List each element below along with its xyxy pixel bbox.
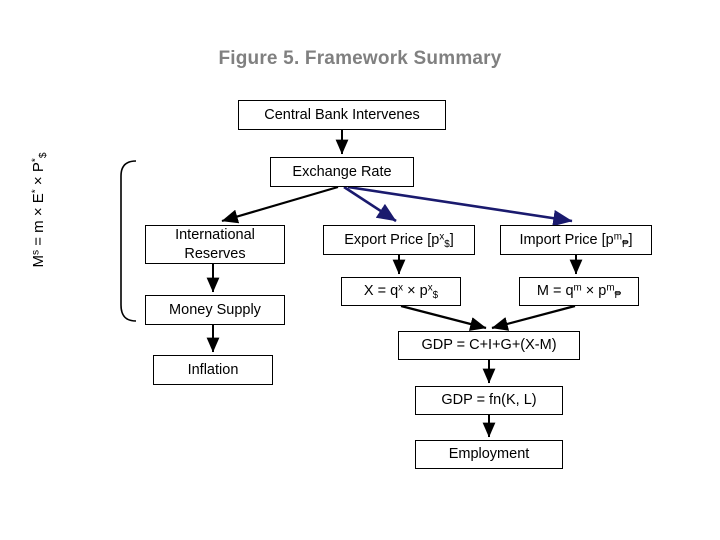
node-export-price[interactable]: Export Price [px$]: [323, 225, 475, 255]
node-label: Exchange Rate: [292, 163, 392, 180]
node-label: Central Bank Intervenes: [264, 106, 420, 123]
edge-export-equation-to-gdp: [400, 304, 487, 331]
page-title: Figure 5. Framework Summary: [218, 48, 502, 69]
node-export-equation[interactable]: X = qx × px$: [341, 277, 461, 306]
node-label: Money Supply: [169, 301, 261, 318]
node-international-reserves[interactable]: International Reserves: [145, 225, 285, 264]
node-label: Employment: [448, 446, 530, 463]
node-label: X = qx × px$: [363, 282, 439, 301]
node-import-price[interactable]: Import Price [pm₱]: [500, 225, 652, 255]
node-label: International Reserves: [175, 227, 255, 262]
node-gdp-production[interactable]: GDP = fn(K, L): [415, 386, 563, 415]
node-central-bank-intervenes[interactable]: Central Bank Intervenes: [238, 100, 446, 130]
node-label: GDP = fn(K, L): [441, 392, 537, 409]
node-exchange-rate[interactable]: Exchange Rate: [270, 157, 414, 187]
node-label: GDP = C+I+G+(X-M): [421, 337, 557, 354]
node-label: Inflation: [187, 361, 239, 378]
node-label: Import Price [pm₱]: [519, 231, 633, 250]
edge-fx-to-import-price: [347, 185, 573, 227]
left-grouping-brace: [120, 160, 137, 322]
money-supply-identity: Ms = m × E* × P*$: [24, 110, 52, 310]
node-label: Export Price [px$]: [344, 231, 454, 250]
node-import-equation[interactable]: M = qm × pm₱: [519, 277, 639, 306]
money-supply-identity-text: Ms = m × E* × P*$: [29, 152, 49, 268]
edge-fx-to-reserves: [221, 185, 339, 224]
edge-import-equation-to-gdp: [491, 304, 576, 331]
node-employment[interactable]: Employment: [415, 440, 563, 469]
edge-fx-to-export-price: [343, 185, 397, 223]
node-gdp-expenditure[interactable]: GDP = C+I+G+(X-M): [398, 331, 580, 360]
node-inflation[interactable]: Inflation: [153, 355, 273, 385]
node-label: M = qm × pm₱: [536, 282, 622, 301]
node-money-supply[interactable]: Money Supply: [145, 295, 285, 325]
